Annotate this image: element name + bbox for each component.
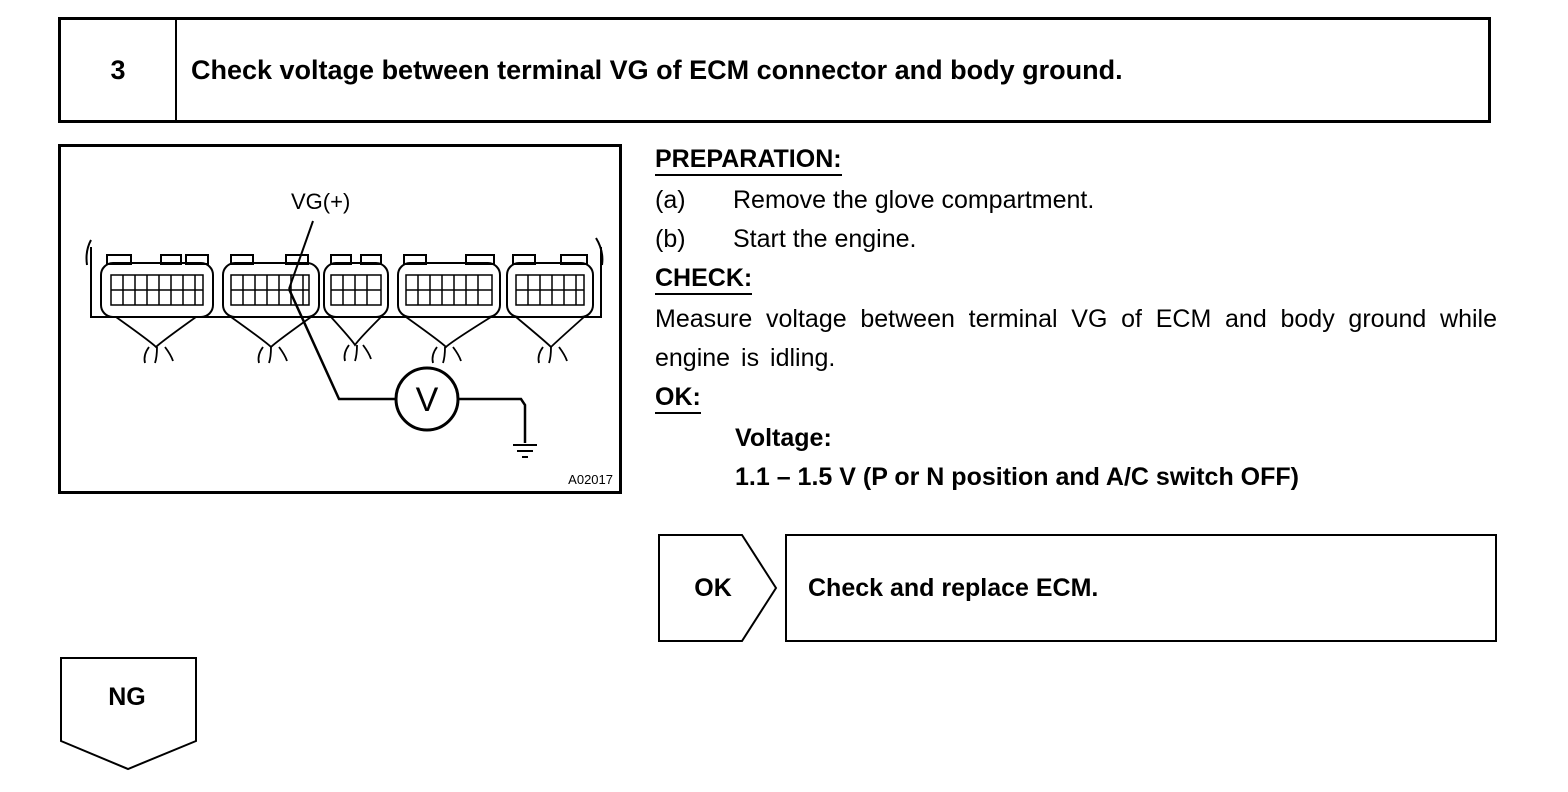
ng-label: NG (108, 683, 146, 711)
ok-heading: OK: (655, 382, 701, 414)
ng-branch: NG (60, 657, 198, 771)
ecm-connector-icon: V (85, 220, 604, 458)
voltmeter-symbol: V (416, 381, 439, 419)
ok-arrow-icon (658, 534, 1497, 642)
step-title: Check voltage between terminal VG of ECM… (191, 54, 1123, 85)
wiring-diagram: V VG(+) A02017 (58, 144, 622, 494)
instructions: PREPARATION: (a) Remove the glove compar… (655, 140, 1497, 497)
figure-id: A02017 (568, 472, 613, 487)
step-text: Remove the glove compartment. (733, 186, 1095, 214)
ok-spec-value: 1.1 – 1.5 V (P or N position and A/C swi… (735, 463, 1299, 491)
check-text: Measure voltage between terminal VG of E… (655, 305, 1497, 372)
step-letter: (b) (655, 225, 686, 253)
ground-icon (513, 444, 537, 458)
step-number: 3 (61, 20, 177, 120)
ok-spec-label: Voltage: (735, 424, 832, 452)
step-header: 3 Check voltage between terminal VG of E… (58, 17, 1491, 123)
terminal-vg-label: VG(+) (291, 189, 351, 214)
ok-branch: OK Check and replace ECM. (658, 534, 1497, 642)
check-heading: CHECK: (655, 263, 753, 295)
ng-arrow-icon (60, 657, 197, 771)
step-text: Start the engine. (733, 225, 917, 253)
preparation-step: (a) Remove the glove compartment. (655, 181, 1497, 220)
preparation-heading: PREPARATION: (655, 144, 842, 176)
step-letter: (a) (655, 186, 686, 214)
ok-label: OK (694, 573, 732, 602)
ok-action: Check and replace ECM. (808, 573, 1099, 602)
preparation-step: (b) Start the engine. (655, 220, 1497, 259)
